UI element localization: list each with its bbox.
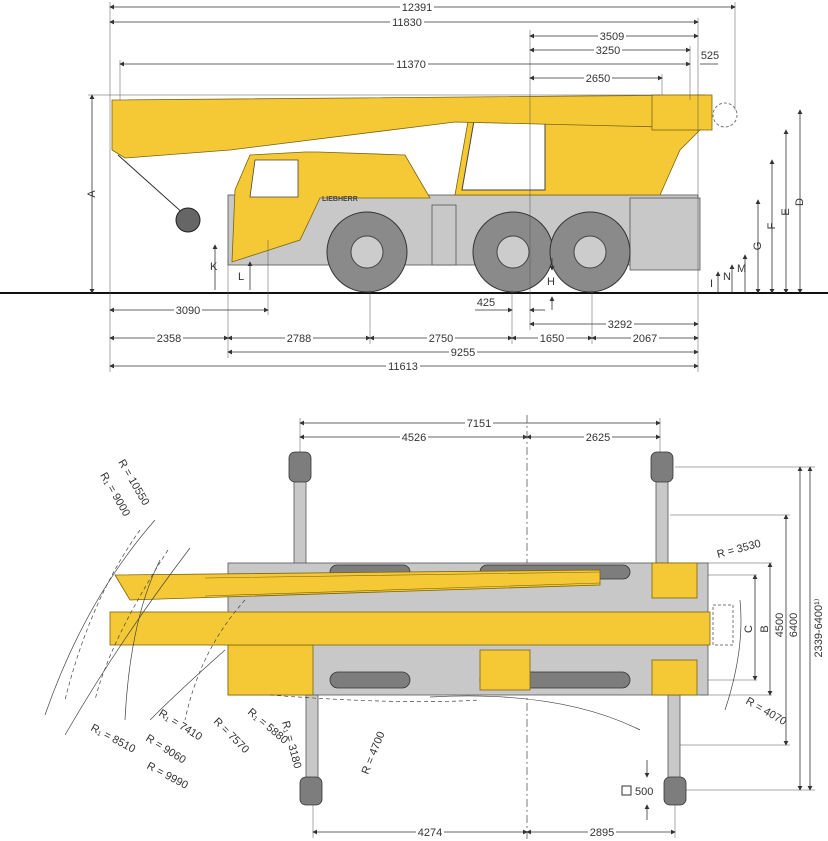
rear-left-box [651, 562, 698, 599]
top-dimensions: 7151 4526 2625 4274 2895 2339-6400¹⁾ 640… [299, 417, 825, 839]
dim-4274: 4274 [418, 827, 442, 839]
dim-K: K [210, 261, 218, 273]
tire-top [329, 671, 411, 689]
radius-4700: R = 4700 [360, 730, 388, 776]
boom-head-rear [651, 94, 713, 131]
hook-block [175, 207, 201, 233]
wheel-hub [350, 235, 384, 269]
ladder [431, 204, 457, 266]
dim-9255: 9255 [451, 347, 475, 359]
dim-C: C [743, 625, 755, 633]
counterweight-outline-top [712, 604, 734, 646]
top-view: 7151 4526 2625 4274 2895 2339-6400¹⁾ 640… [44, 415, 825, 841]
dim-425: 425 [477, 297, 495, 309]
side-height-dimensions: A D E F G M N I H K L [86, 94, 806, 310]
brand-logo: LIEBHERR [322, 196, 358, 203]
dim-4526: 4526 [402, 432, 426, 444]
rear-outrigger-box [629, 197, 701, 271]
dim-2625: 2625 [586, 432, 610, 444]
boom-top [109, 611, 711, 646]
dim-4500: 4500 [774, 613, 786, 637]
dim-2788: 2788 [287, 333, 311, 345]
crane-cab-top [479, 649, 531, 691]
radius-3530: R = 3530 [716, 538, 763, 561]
driver-cab-top [227, 644, 314, 696]
dim-B: B [759, 625, 771, 632]
dim-H: H [547, 276, 555, 288]
crane-side-drawing: LIEBHERR [111, 94, 738, 293]
dim-3090: 3090 [176, 305, 200, 317]
dim-3292: 3292 [608, 319, 632, 331]
outrigger-pad [288, 451, 312, 483]
wheel-hub [573, 235, 607, 269]
dim-3509: 3509 [600, 31, 624, 43]
jib-lattice-lines [204, 571, 601, 597]
crane-top-drawing [109, 562, 734, 696]
dim-3250: 3250 [596, 45, 620, 57]
dim-D: D [794, 198, 806, 206]
outriggers [288, 451, 687, 806]
dim-11370: 11370 [396, 59, 426, 71]
dim-7151: 7151 [467, 418, 491, 430]
dim-2650: 2650 [586, 73, 610, 85]
radius-4070: R = 4070 [744, 695, 789, 728]
dim-L: L [238, 271, 244, 283]
swing-radius-arcs [44, 519, 742, 736]
dim-1650: 1650 [540, 333, 564, 345]
outrigger-pad [663, 776, 687, 806]
hoist-rope [117, 154, 186, 216]
side-bottom-dimensions: 3090 425 3292 2358 2788 2750 1650 2067 9… [109, 297, 699, 373]
dim-2895: 2895 [590, 827, 614, 839]
radius-9990: R = 9990 [145, 760, 190, 792]
dim-N: N [723, 271, 731, 283]
dim-F: F [766, 222, 778, 229]
dim-overall-length-boom: 12391 [402, 2, 433, 14]
radius-r1-7410: R₁ = 7410 [156, 707, 204, 743]
rear-right-box [651, 659, 698, 696]
radius-7570: R = 7570 [211, 716, 251, 756]
dim-outrigger-width-range: 2339-6400¹⁾ [813, 598, 825, 657]
pad-size-square-icon [621, 785, 632, 796]
dim-2067: 2067 [633, 333, 657, 345]
side-view: LIEBHERR 12391 [0, 1, 828, 373]
dim-2358: 2358 [157, 333, 181, 345]
dim-11830: 11830 [392, 17, 422, 29]
dim-A: A [86, 190, 98, 198]
dim-G: G [752, 242, 764, 251]
dim-M: M [737, 263, 746, 275]
driver-cab-window [249, 159, 299, 198]
dim-525: 525 [701, 50, 719, 62]
dim-6400: 6400 [788, 613, 800, 637]
dim-I: I [710, 278, 713, 290]
outrigger-pad [650, 451, 674, 483]
dim-2750: 2750 [429, 333, 453, 345]
outrigger-pad [299, 776, 323, 806]
dim-E: E [780, 208, 792, 215]
wheel-hub [496, 235, 530, 269]
counterweight-outline [712, 102, 738, 128]
side-top-dimensions: 12391 11830 3509 3250 11370 525 2650 [109, 1, 736, 85]
dim-pad-500: 500 [635, 786, 653, 798]
dim-11613: 11613 [388, 361, 418, 373]
radius-r1-8510: R₁ = 8510 [89, 722, 138, 755]
